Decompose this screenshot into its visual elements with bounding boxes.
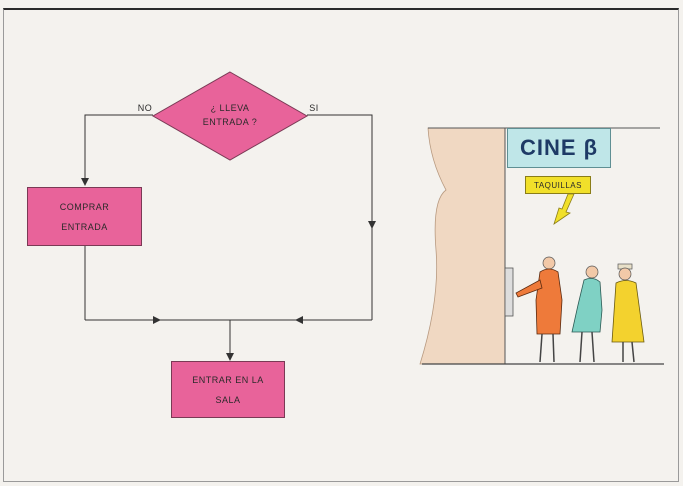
enter-room-box: ENTRAR EN LA SALA [171, 361, 285, 418]
decision-label: ¿ LLEVA ENTRADA ? [202, 103, 258, 127]
no-branch-line [81, 114, 153, 186]
enter-room-label: ENTRAR EN LA SALA [192, 374, 264, 405]
box-office-window [504, 267, 514, 317]
person-yellow-coat [611, 263, 645, 363]
cinema-sign: CINE β [507, 128, 611, 168]
person-orange-coat [515, 256, 563, 363]
buy-ticket-box: COMPRAR ENTRADA [27, 187, 142, 246]
buy-ticket-label: COMPRAR ENTRADA [59, 201, 110, 232]
yes-label: SI [309, 103, 319, 113]
box-office-sign: TAQUILLAS [525, 176, 591, 194]
person-teal-coat [571, 265, 603, 363]
page-frame [3, 8, 679, 482]
box-office-arrow [553, 193, 575, 225]
yes-branch-line [307, 114, 376, 229]
building-wall [419, 127, 506, 365]
no-label: NO [137, 103, 153, 113]
decision-diamond [151, 71, 309, 161]
